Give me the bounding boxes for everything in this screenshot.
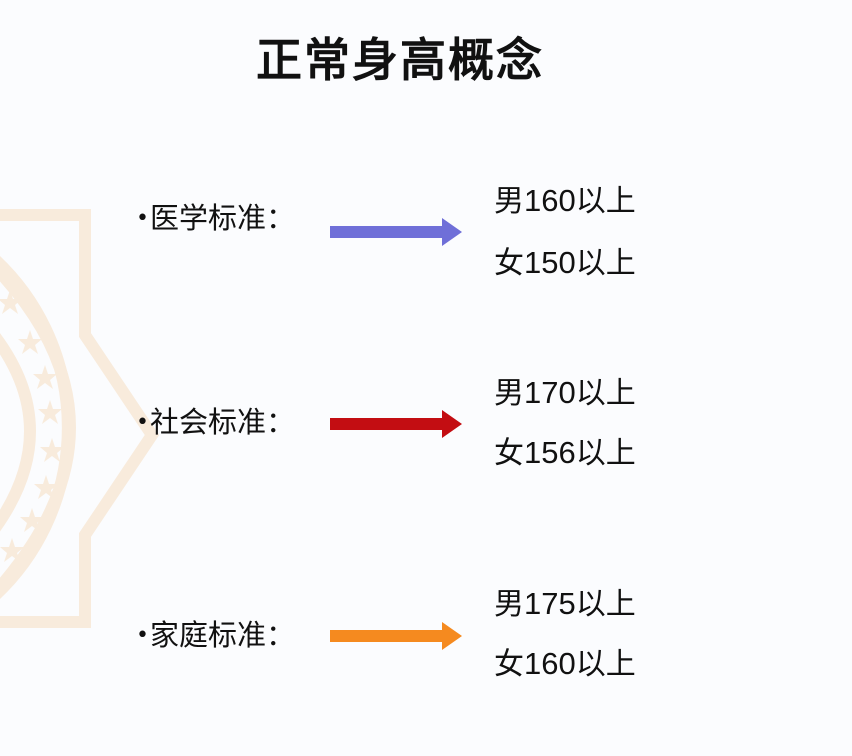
right-arrow-icon [330, 218, 462, 246]
right-arrow-icon [330, 622, 462, 650]
page-title: 正常身高概念 [256, 33, 544, 87]
social-standard-label: •社会标准： [136, 404, 295, 444]
bullet-icon: • [136, 410, 149, 435]
social-male-value: 男170以上 [494, 375, 636, 411]
family-standard-label: •家庭标准： [136, 617, 295, 657]
medical-female-value: 女150以上 [494, 245, 636, 281]
medical-male-value: 男160以上 [494, 183, 636, 219]
bullet-icon: • [136, 206, 149, 231]
bullet-icon: • [136, 623, 149, 648]
family-male-value: 男175以上 [494, 586, 636, 622]
row-label-text: 家庭标准： [149, 618, 295, 652]
social-female-value: 女156以上 [494, 435, 636, 471]
family-female-value: 女160以上 [494, 646, 636, 682]
row-label-text: 医学标准： [149, 201, 295, 235]
right-arrow-icon [330, 410, 462, 438]
medical-standard-label: •医学标准： [136, 200, 295, 240]
row-label-text: 社会标准： [149, 405, 295, 439]
